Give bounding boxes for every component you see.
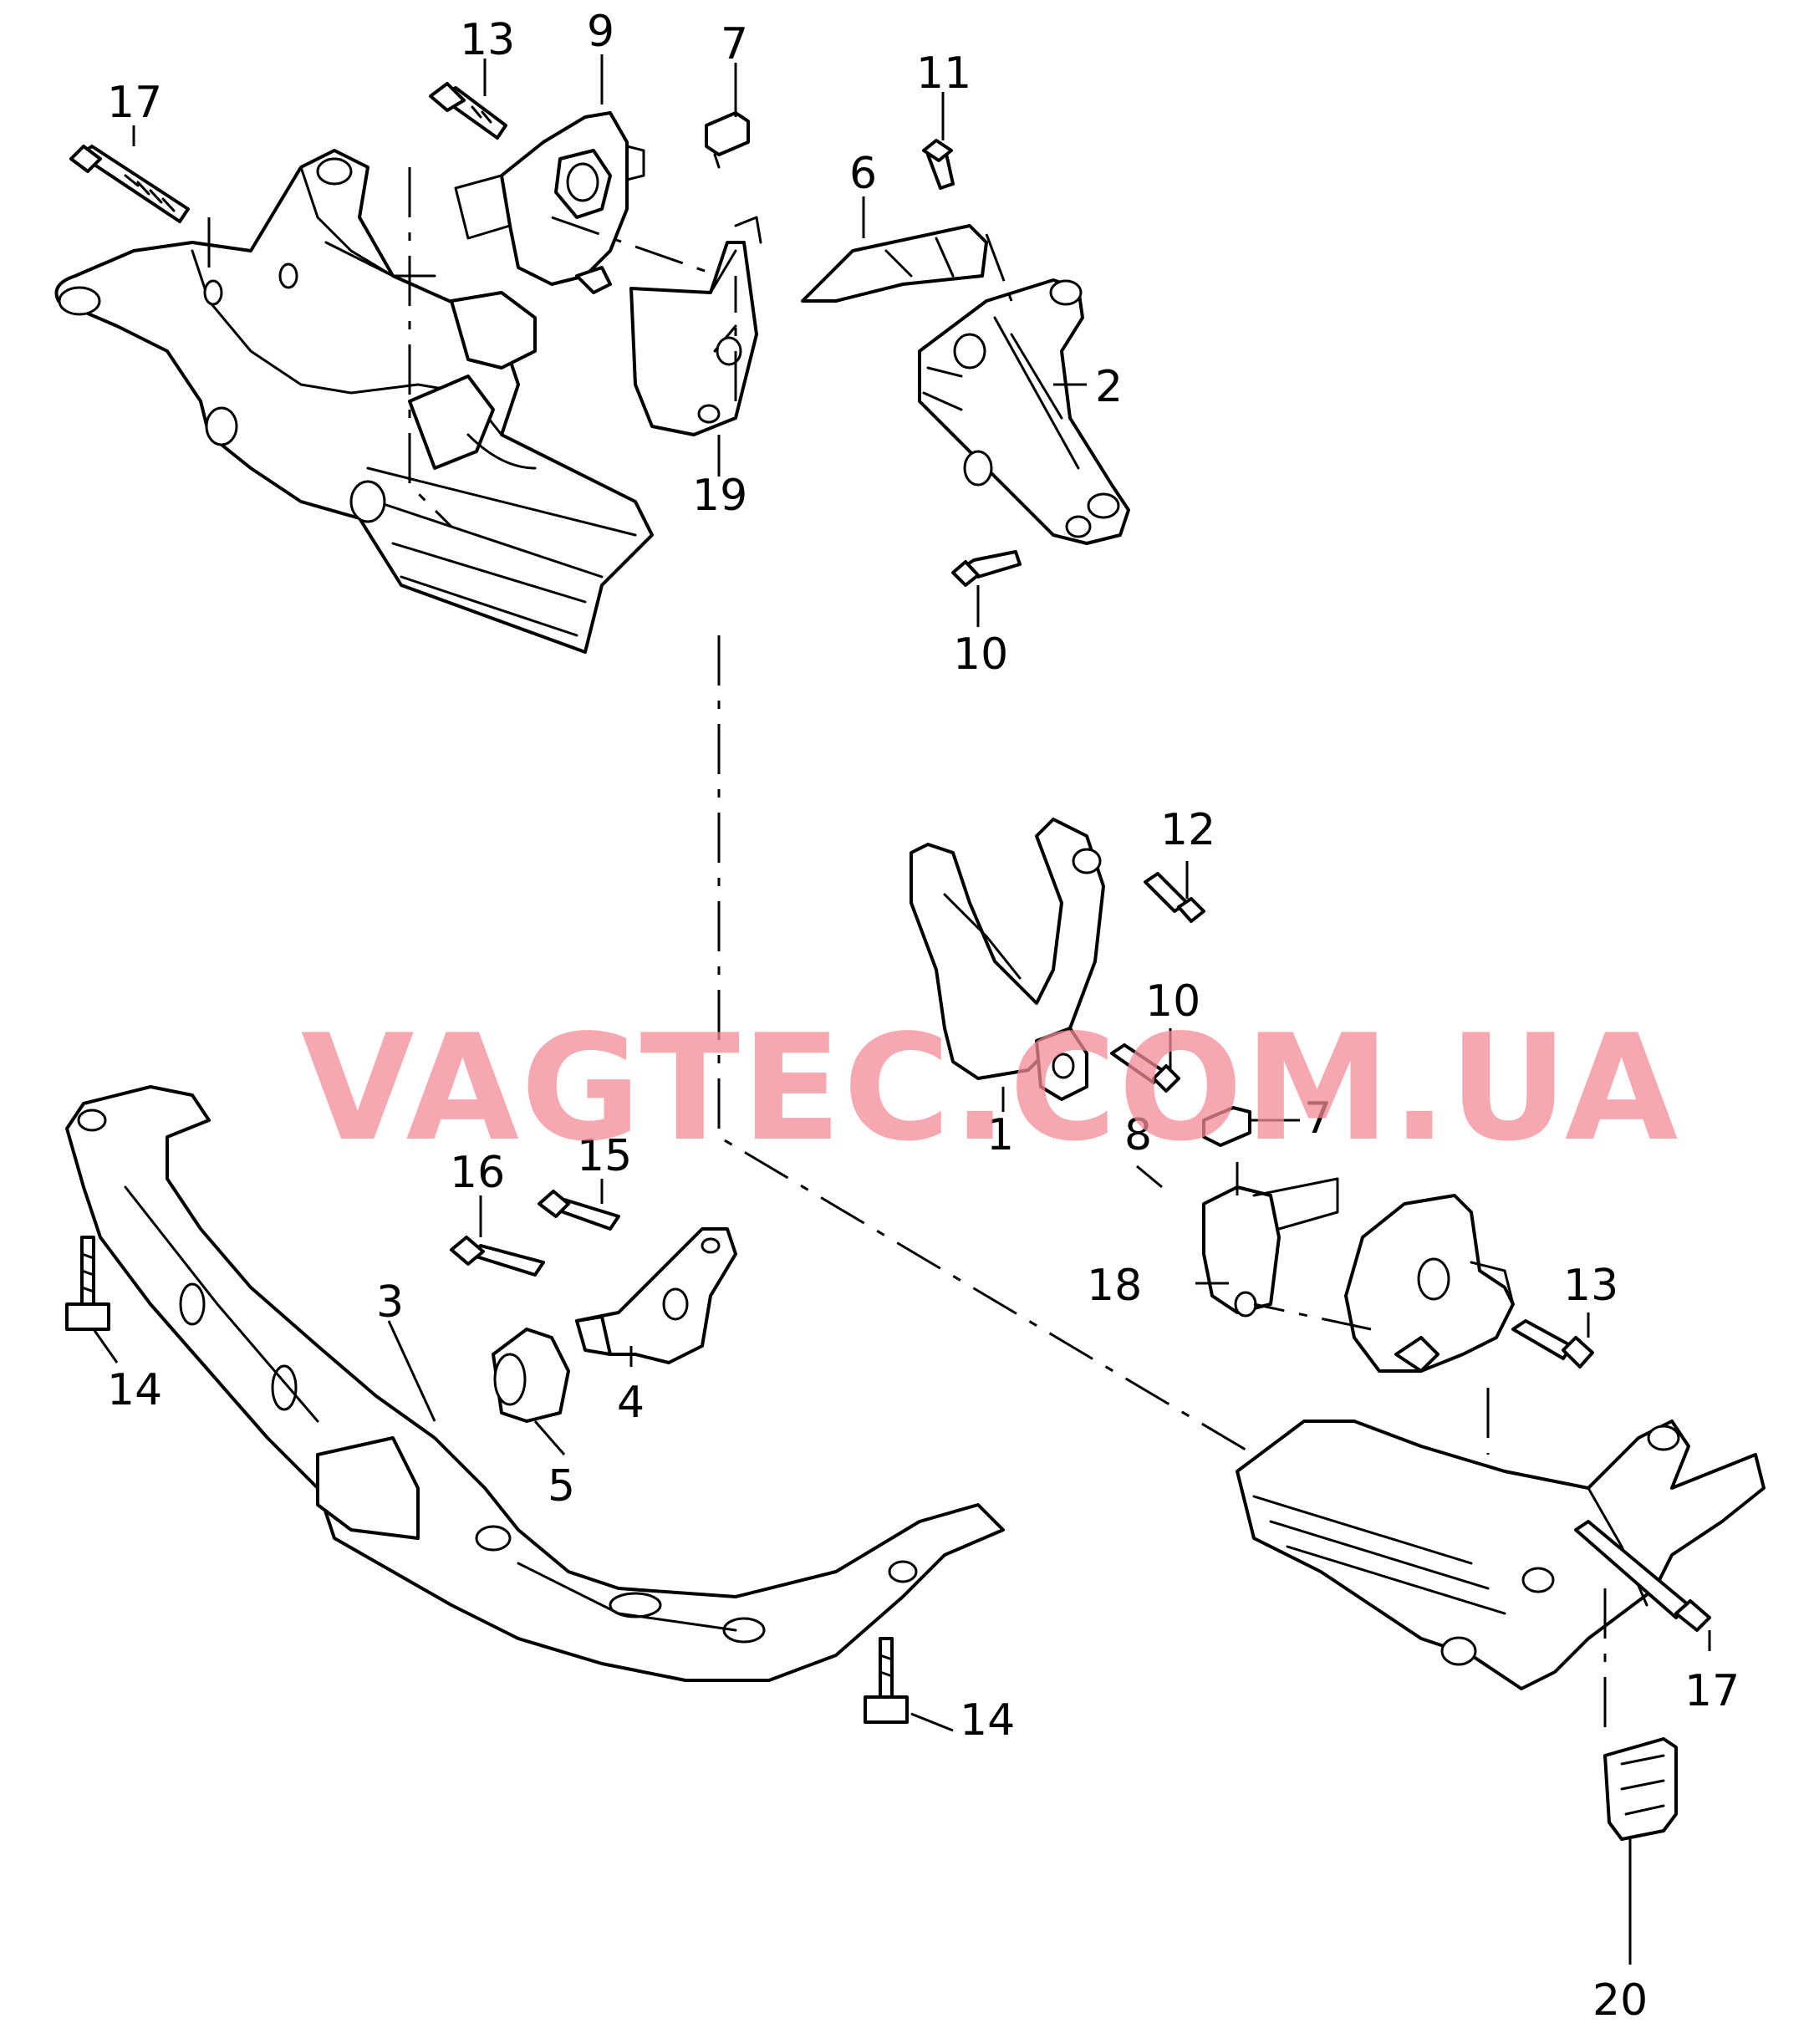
top-left-subframe-assembly: [54, 149, 654, 654]
callout-17-top: 17: [107, 78, 162, 128]
callout-20: 20: [1592, 1975, 1648, 2026]
callout-5: 5: [548, 1461, 575, 1511]
bolt-17-top: [69, 145, 190, 223]
callout-15: 15: [577, 1131, 632, 1181]
heat-shield-6: [801, 224, 988, 303]
bolt-13-top: [429, 82, 507, 140]
assembly-lines: [207, 167, 1607, 1739]
bolt-12: [1144, 872, 1205, 923]
callout-6: 6: [849, 149, 877, 199]
bracket-19: [629, 216, 762, 436]
bolt-16: [450, 1236, 545, 1277]
callout-9: 9: [587, 7, 614, 57]
bushing-5: [492, 1328, 570, 1423]
callout-17-bottom: 17: [1684, 1666, 1740, 1716]
callout-14-left: 14: [107, 1365, 162, 1415]
callout-labels: 17 13 9 7 6 11 2 19 10 12 10 7 1 8 18 13…: [107, 7, 1740, 2026]
leader-lines: [92, 54, 1711, 1965]
callout-7-middle: 7: [1304, 1093, 1332, 1144]
gearbox-mount-9: [454, 111, 645, 294]
bolt-15: [538, 1190, 620, 1231]
stopper-7-middle: [1202, 1106, 1251, 1147]
bracket-18: [1202, 1177, 1339, 1318]
bolt-10-top: [951, 550, 1022, 587]
callout-16: 16: [450, 1148, 505, 1198]
callout-8: 8: [1124, 1110, 1152, 1160]
callout-13-top: 13: [460, 15, 515, 65]
callout-4: 4: [617, 1378, 645, 1428]
bolt-13-middle: [1511, 1319, 1594, 1369]
bolt-14-right: [864, 1637, 909, 1724]
callout-2: 2: [1095, 362, 1123, 412]
callout-11: 11: [916, 48, 971, 99]
callout-12: 12: [1160, 805, 1215, 855]
bolt-14-left: [65, 1236, 110, 1331]
bolt-17-bottom: [1574, 1520, 1711, 1632]
callout-1: 1: [986, 1110, 1014, 1160]
bolt-10-middle: [1110, 1043, 1180, 1093]
callout-7-top: 7: [721, 19, 748, 69]
bracket-20: [1603, 1737, 1678, 1841]
watermark-text: VAGTEC.COM.UA: [301, 1004, 1679, 1174]
callout-13-middle: 13: [1563, 1261, 1618, 1311]
bolt-11: [922, 139, 955, 190]
gearbox-bracket-2: [918, 278, 1130, 545]
engine-support-1: [910, 818, 1105, 1101]
callout-14-right: 14: [960, 1695, 1015, 1746]
crossmember-3: [65, 1085, 1005, 1682]
stopper-7-top: [705, 111, 750, 169]
callout-18: 18: [1087, 1261, 1142, 1311]
bracket-4: [575, 1227, 737, 1364]
callout-10-middle: 10: [1145, 976, 1200, 1027]
callout-3: 3: [376, 1277, 404, 1328]
bottom-right-subframe: [1236, 1420, 1766, 1690]
callout-10-top: 10: [953, 630, 1008, 680]
engine-mount-8: [1344, 1194, 1515, 1373]
callout-19: 19: [692, 471, 747, 521]
